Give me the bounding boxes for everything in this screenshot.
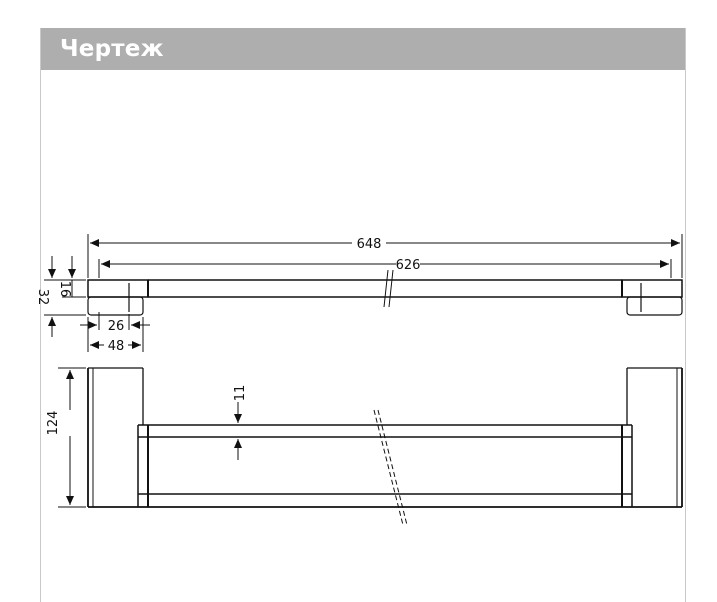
top-view [44,234,683,352]
dim-center-length: 626 [396,258,421,273]
dim-total-height-top: 32 [35,289,50,306]
left-cap-lower [87,296,144,316]
panel-title: Чертеж [60,36,164,62]
dim-bar-gap: 11 [233,385,248,402]
front-view [58,367,683,526]
dim-overall-length: 648 [357,237,382,252]
dim-bar-thickness: 16 [57,281,72,298]
right-cap [621,279,683,298]
dim-inner-width: 26 [108,319,125,334]
dim-front-height: 124 [46,411,61,436]
left-cap [87,279,149,298]
dim-bracket-depth: 48 [108,339,125,354]
right-cap-lower [626,296,683,316]
panel-header: Чертеж [41,28,685,70]
